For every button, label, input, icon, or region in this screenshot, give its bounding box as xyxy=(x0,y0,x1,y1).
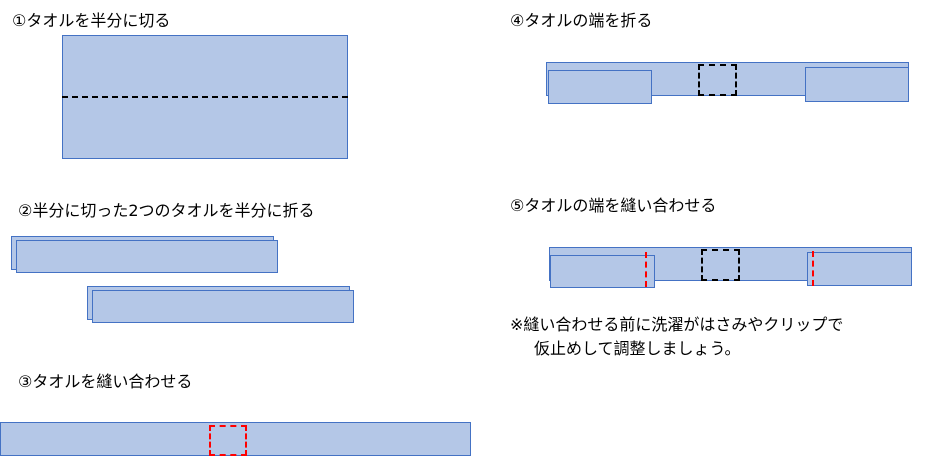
step5-towel-fold-right xyxy=(807,252,912,286)
step4-towel-fold-left xyxy=(548,70,652,104)
note-line-1: ※縫い合わせる前に洗濯がはさみやクリップで xyxy=(510,315,844,334)
step5-stitch-line-left xyxy=(645,252,647,287)
step2-towel-front-1 xyxy=(16,240,278,273)
step4-center-seam xyxy=(698,64,737,96)
note-line-2: 仮止めして調整しましょう。 xyxy=(534,339,741,358)
step3-stitch-area xyxy=(209,425,247,456)
step5-towel-fold-left xyxy=(550,255,655,288)
step5-label: ⑤タオルの端を縫い合わせる xyxy=(510,196,717,215)
step1-label: ①タオルを半分に切る xyxy=(12,11,171,30)
step3-label: ③タオルを縫い合わせる xyxy=(18,372,193,391)
step5-stitch-line-right xyxy=(812,251,814,286)
step5-center-seam xyxy=(701,249,740,281)
step2-label: ②半分に切った2つのタオルを半分に折る xyxy=(18,201,315,220)
step1-cut-line xyxy=(62,96,348,98)
step4-label: ④タオルの端を折る xyxy=(510,11,653,30)
step3-towel xyxy=(0,422,471,456)
step2-towel-front-2 xyxy=(92,290,354,323)
step4-towel-fold-right xyxy=(805,67,909,102)
